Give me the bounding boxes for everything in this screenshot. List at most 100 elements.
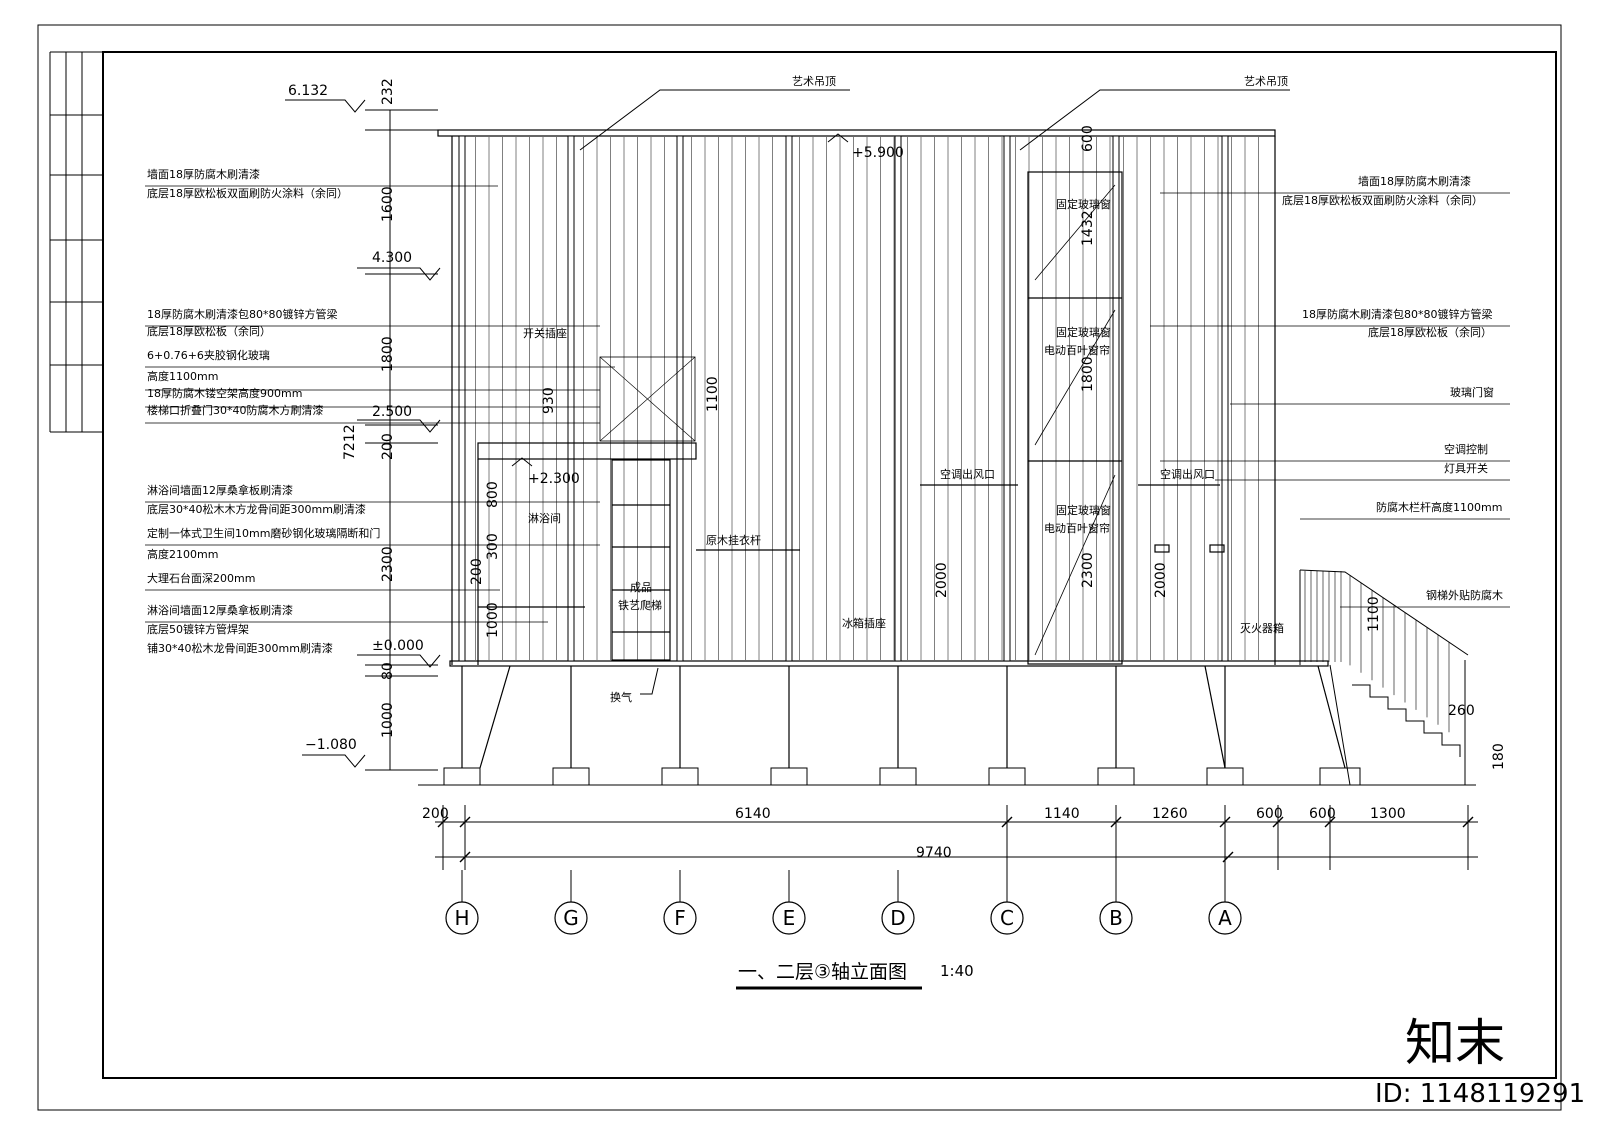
hdim-label: 1140	[1044, 806, 1080, 822]
column	[1112, 135, 1120, 662]
hdim-label: 1260	[1152, 806, 1188, 822]
axis-circle	[1099, 901, 1133, 935]
note-left: 大理石台面深200mm	[147, 571, 255, 585]
vdim-1800: 1800	[380, 336, 396, 372]
hdim-label: 600	[1309, 806, 1336, 822]
note-right: 防腐木栏杆高度1100mm	[1376, 500, 1502, 514]
dim-tick	[459, 816, 471, 828]
vdim-1100b: 1100	[1366, 596, 1382, 632]
hdim-label: 1300	[1370, 806, 1406, 822]
label-shower: 淋浴间	[528, 512, 561, 525]
axis-label: A	[1218, 906, 1232, 930]
dim-tick	[1110, 816, 1122, 828]
pier-footing	[1319, 767, 1361, 786]
axis-label: F	[674, 906, 686, 930]
pier-footing	[443, 767, 481, 786]
note-right: 灯具开关	[1444, 461, 1488, 475]
column	[676, 135, 684, 662]
pier-footing	[552, 767, 590, 786]
vdim-2300b: 2300	[1080, 552, 1096, 588]
axis-circle	[445, 901, 479, 935]
dim-tick	[1272, 816, 1284, 828]
dim-tick	[1222, 851, 1234, 863]
label-fridge-socket: 冰箱插座	[842, 616, 886, 630]
facade-outline	[437, 129, 1329, 667]
hdim-label: 6140	[735, 806, 771, 822]
vertical-dimension-chain	[365, 109, 438, 771]
axis-circle	[990, 901, 1024, 935]
title-block-strip	[49, 51, 103, 433]
vdim-1000b: 1000	[485, 602, 501, 638]
note-left: 底层18厚欧松板双面刷防火涂料（余同）	[147, 186, 348, 200]
note-left: 墙面18厚防腐木刷清漆	[147, 167, 260, 181]
ceiling-leaders	[579, 89, 1290, 151]
dim-tick	[437, 816, 449, 828]
dim-tick	[1324, 816, 1336, 828]
vdim-600: 600	[1080, 125, 1096, 152]
note-left: 底层18厚欧松板（余同）	[147, 324, 271, 338]
vdim-200b: 200	[469, 558, 485, 585]
label-window-3b: 电动百叶窗帘	[1044, 521, 1110, 535]
axis-label: G	[563, 906, 579, 930]
ceiling-label-right: 艺术吊顶	[1244, 75, 1288, 88]
dim-tick	[1462, 816, 1474, 828]
vdim-300: 300	[485, 533, 501, 560]
vdim-180: 180	[1491, 743, 1507, 770]
pier-footing	[1206, 767, 1244, 786]
column	[1221, 135, 1229, 662]
level-markers	[285, 99, 849, 768]
level-negative: −1.080	[305, 737, 357, 753]
pier-footing	[661, 767, 699, 786]
axis-circle	[554, 901, 588, 935]
vdim-2300: 2300	[380, 546, 396, 582]
vdim-1100: 1100	[705, 376, 721, 412]
vdim-2000: 2000	[934, 562, 950, 598]
vent-leader	[640, 667, 659, 695]
column	[894, 135, 902, 662]
label-extinguisher: 灭火器箱	[1240, 621, 1284, 635]
label-window-2a: 固定玻璃窗	[1056, 325, 1111, 339]
foundation-piers	[443, 665, 1361, 786]
brace	[1204, 665, 1226, 769]
hdim-ticks	[437, 805, 1474, 870]
horizontal-dimension-lines	[435, 821, 1478, 858]
dim-tick	[1219, 816, 1231, 828]
vdim-7212: 7212	[342, 424, 358, 460]
outer-border	[37, 24, 1562, 1111]
axis-circle	[1208, 901, 1242, 935]
note-right: 钢梯外贴防腐木	[1426, 588, 1503, 602]
dim-tick	[1001, 816, 1013, 828]
axis-circle	[772, 901, 806, 935]
label-switch-socket: 开关插座	[523, 326, 567, 340]
pier-footing	[1097, 767, 1135, 786]
note-left: 底层50镀锌方管焊架	[147, 622, 249, 636]
vdim-800: 800	[485, 481, 501, 508]
column	[567, 135, 575, 662]
wood-cladding-lines	[461, 137, 1259, 660]
vdim-232: 232	[380, 78, 396, 105]
watermark-brand: 知末	[1405, 1014, 1505, 1072]
vdim-1800b: 1800	[1080, 356, 1096, 392]
label-window-2b: 电动百叶窗帘	[1044, 343, 1110, 357]
notes-left: 墙面18厚防腐木刷清漆底层18厚欧松板双面刷防火涂料（余同）18厚防腐木刷清漆包…	[147, 167, 380, 655]
vdim-1432: 1432	[1080, 210, 1096, 246]
notes-right: 墙面18厚防腐木刷清漆底层18厚欧松板双面刷防火涂料（余同）18厚防腐木刷清漆包…	[1282, 174, 1503, 602]
axis-label: E	[783, 906, 796, 930]
facade-columns	[458, 135, 1229, 662]
note-left: 淋浴间墙面12厚桑拿板刷清漆	[147, 603, 293, 617]
vdim-1000: 1000	[380, 702, 396, 738]
column	[1003, 135, 1011, 662]
leaders-left	[145, 185, 615, 623]
vdim-2000b: 2000	[1153, 562, 1169, 598]
note-right: 底层18厚欧松板（余同）	[1368, 325, 1492, 339]
note-left: 高度2100mm	[147, 547, 218, 561]
stair-balusters	[1304, 571, 1450, 733]
level-4300: 4.300	[372, 250, 412, 266]
watermark-id: ID: 1148119291	[1375, 1079, 1585, 1109]
axis-circle	[881, 901, 915, 935]
label-ladder-2: 铁艺爬梯	[618, 599, 662, 612]
note-left: 18厚防腐木镂空架高度900mm	[147, 386, 302, 400]
total-dimension: 9740	[916, 845, 952, 861]
brace	[479, 665, 511, 769]
